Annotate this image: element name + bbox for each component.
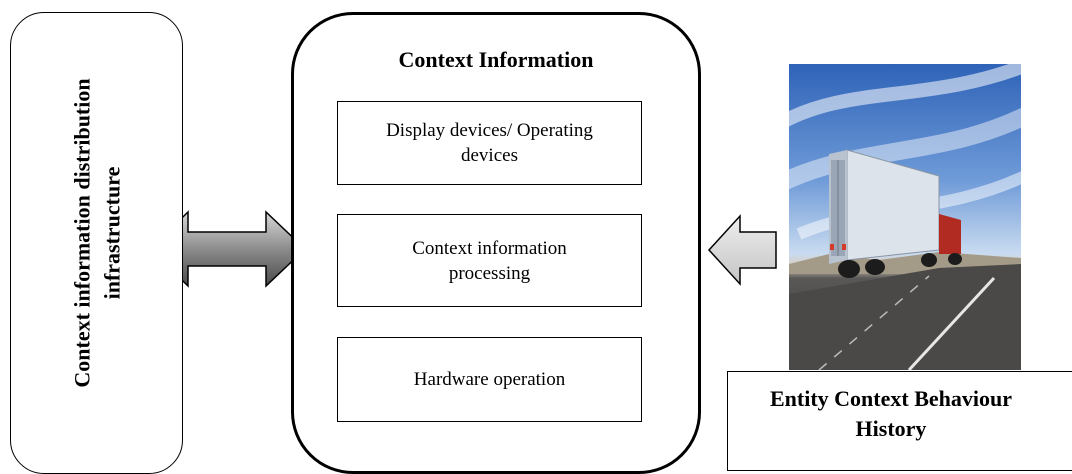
arrows-layer	[148, 210, 777, 288]
entity-history-caption-box: Entity Context Behaviour History	[727, 371, 1072, 471]
context-information-panel: Context Information Display devices/ Ope…	[291, 12, 701, 474]
truck-photo	[789, 64, 1021, 370]
entity-history-caption: Entity Context Behaviour History	[728, 384, 1054, 444]
incoming-arrow	[707, 214, 777, 286]
distribution-title-line1: Context information distribution	[69, 78, 95, 388]
entity-history-line1: Entity Context Behaviour	[770, 386, 1012, 411]
display-devices-line1: Display devices/ Operating	[386, 120, 593, 141]
information-processing-box: Context information processing	[337, 214, 642, 307]
information-processing-line1: Context information	[412, 237, 567, 259]
distribution-infrastructure-panel: Context information distribution infrast…	[10, 12, 183, 474]
display-devices-box: Display devices/ Operating devices	[337, 101, 642, 185]
hardware-operation-box: Hardware operation	[337, 337, 642, 422]
distribution-title-line2: infrastructure	[99, 166, 125, 300]
entity-history-line2: History	[855, 416, 927, 441]
display-devices-line2: devices	[461, 145, 518, 166]
context-information-title: Context Information	[398, 47, 594, 72]
truck-illustration	[789, 64, 1021, 370]
context-diagram: Context information distribution infrast…	[10, 12, 1072, 474]
information-processing-line2: processing	[448, 262, 531, 284]
hardware-operation-label: Hardware operation	[413, 369, 566, 390]
distribution-infrastructure-title: Context information distribution infrast…	[11, 13, 184, 453]
